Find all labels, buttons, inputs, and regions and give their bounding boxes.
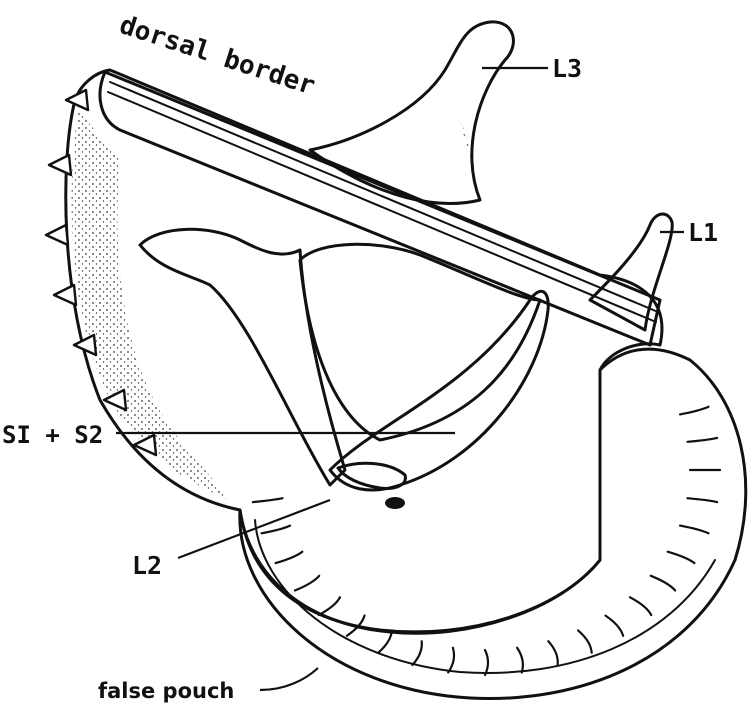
pouch-rib (688, 498, 718, 502)
pouch-rib (668, 552, 695, 563)
pouch-rib (606, 616, 624, 636)
pouch-rib (295, 576, 319, 591)
marginal-spine (46, 225, 68, 245)
marginal-spine (54, 285, 76, 305)
pouch-rib (680, 526, 709, 534)
pouch-rib (651, 576, 675, 591)
marginal-spine (49, 155, 71, 175)
label-s1-s2: SI + S2 (2, 421, 103, 449)
pouch-rib (517, 648, 523, 673)
spine-l3 (310, 22, 513, 204)
false-pouch-shape (240, 349, 746, 698)
pouch-rib (412, 641, 421, 665)
pouch-rib (319, 597, 340, 615)
pouch-rib (680, 407, 709, 415)
pouch-rib (448, 648, 454, 673)
pouch-rib (262, 526, 291, 534)
label-l1: L1 (688, 218, 718, 247)
leader-false-pouch (260, 668, 318, 690)
pouch-rib (630, 597, 651, 615)
pouch-rib (276, 552, 303, 563)
pouch-rib (485, 650, 488, 675)
spine-s1-s2 (330, 291, 548, 490)
label-l2: L2 (132, 551, 162, 580)
pouch-rib (378, 630, 392, 652)
pouch-rib (548, 641, 557, 665)
pouch-ribs (253, 407, 720, 675)
pouch-rib (578, 630, 592, 652)
label-l3: L3 (552, 54, 582, 83)
pouch-rib (688, 438, 718, 442)
leader-l2 (178, 500, 330, 558)
label-false-pouch: false pouch (98, 679, 234, 703)
pouch-rib (253, 498, 283, 502)
shell-body (66, 70, 662, 633)
